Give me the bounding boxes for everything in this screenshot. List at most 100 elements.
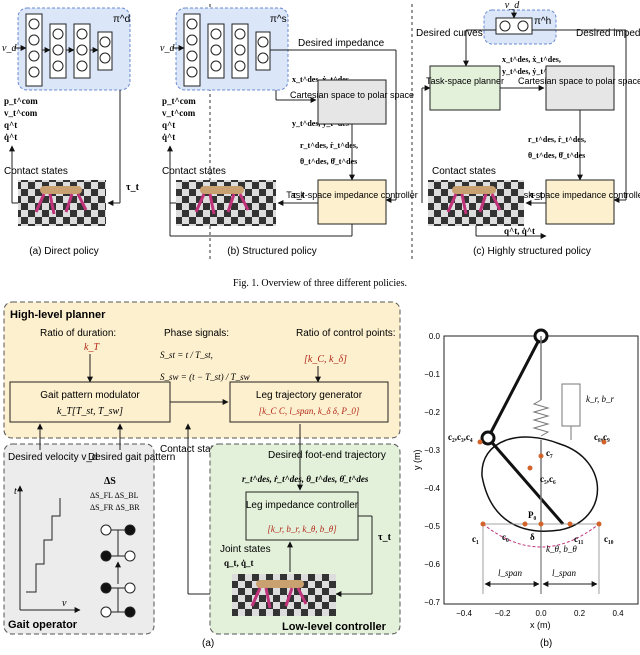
traj-output-x: x_t^des, ẋ_t^des, <box>502 55 561 64</box>
cartesian-to-polar-box <box>545 65 615 111</box>
x-tick-label: 0.0 <box>535 609 547 618</box>
y-tick-label: −0.1 <box>424 370 440 379</box>
impedance-controller-box <box>545 179 615 225</box>
y-tick-label: −0.4 <box>424 484 440 493</box>
policy-symbol: π^d <box>113 14 130 25</box>
desired-gait-label: Desired gait pattern <box>88 452 175 463</box>
task-space-planner-box <box>429 65 501 111</box>
spring-icon <box>532 399 550 437</box>
desired-velocity-label: Desired velocity v_d <box>8 452 97 463</box>
tau-label: τ_t <box>126 182 140 193</box>
policy-symbol: π^s <box>270 14 287 25</box>
point-c2-c4: c₂,c₃,c₄ <box>448 432 473 442</box>
panel-a-label: (a) Direct policy <box>29 246 98 257</box>
input-vd: v_d <box>160 43 175 54</box>
point-p0: P₀ <box>528 510 536 520</box>
point-c11: c₁₁ <box>574 534 584 544</box>
gait-operator-title: Gait operator <box>8 619 78 631</box>
s-sw-eq: S_sw = (t − T_st) / T_sw <box>160 372 250 382</box>
swing-arc <box>482 523 600 548</box>
joint-states-label: q^t, q̇^t <box>504 226 535 236</box>
torsion-label: k_θ, b_θ <box>546 544 577 554</box>
input-vd: v_d <box>2 43 17 54</box>
y-tick-label: 0.0 <box>429 332 441 341</box>
contact-states-label: Contact states <box>432 166 496 177</box>
high-level-planner-title: High-level planner <box>10 309 106 321</box>
leg-impedance-controller-box <box>245 491 359 541</box>
velocity-step-curve <box>26 498 61 593</box>
impedance-box-label: Task-space impedance controller <box>514 190 640 200</box>
panel-b-structured-policy: π^s v_d Desired impedance x_t^des, ẋ_t^d… <box>160 7 418 257</box>
input-vd: v_d <box>505 0 520 11</box>
polar-output-r: r_t^des, ṙ_t^des, <box>300 141 358 150</box>
fig2b-label: (b) <box>540 638 552 649</box>
x-tick-label: −0.2 <box>495 609 511 618</box>
desired-curves-label: Desired curves <box>416 28 483 39</box>
tau-label: τ_t <box>292 190 306 201</box>
gait-operator-region <box>3 443 155 635</box>
state-qdot: q̇^t <box>162 132 175 142</box>
state-qdot: q̇^t <box>4 132 17 142</box>
foot-outputs: r_t^des, ṙ_t^des, θ_t^des, θ̇_t^des <box>242 474 369 484</box>
ratio-control-label: Ratio of control points: <box>296 328 396 339</box>
knee-joint <box>480 430 496 446</box>
y-tick-label: −0.2 <box>424 408 440 417</box>
foot-trajectory-curve <box>481 436 599 532</box>
span-label-right: l_span <box>552 568 577 578</box>
robot-body <box>40 186 82 194</box>
span-label-left: l_span <box>498 568 523 578</box>
joint-states-values: q_t, q̇_t <box>224 558 254 568</box>
point-c1: c₁ <box>472 534 479 544</box>
planner-box-label: Task-space planner <box>426 76 504 86</box>
tau-label: τ_t <box>530 190 544 201</box>
point-c8-c9: c₈,c₉ <box>594 432 610 442</box>
point-c5-c6: c₅,c₆ <box>540 474 556 484</box>
desired-impedance-label: Desired impedance <box>298 38 385 49</box>
x-tick-label: 0.4 <box>612 609 624 618</box>
y-axis-label: y (m) <box>412 450 422 471</box>
cartesian-box-label: Cartesian space to polar space <box>290 90 414 100</box>
delta-matrix-row1: ΔS_FL ΔS_BL <box>90 491 139 500</box>
state-p-com: p_t^com <box>4 96 38 106</box>
panel-c-highly-structured-policy: π^h v_d Desired curves Desired impedance… <box>416 0 640 257</box>
state-q: q^t <box>162 120 175 130</box>
contact-states-label: Contact states <box>162 166 226 177</box>
impedance-controller-box <box>317 179 387 225</box>
state-v-com: v_t^com <box>162 108 196 118</box>
x-axis-label: x (m) <box>530 620 551 630</box>
tau-label: τ_t <box>378 532 392 543</box>
phase-signals-label: Phase signals: <box>164 328 229 339</box>
y-tick-label: −0.5 <box>424 522 440 531</box>
kc-kd-value: [k_C, k_δ] <box>304 354 347 365</box>
panel-c-label: (c) Highly structured policy <box>473 246 591 257</box>
joint-states-label: Joint states <box>220 544 271 555</box>
polar-output-theta: θ_t^des, θ̇_t^des <box>528 151 585 160</box>
low-level-title: Low-level controller <box>282 621 387 633</box>
polar-output-theta: θ_t^des, θ̇_t^des <box>300 157 357 166</box>
neuron-icons <box>186 18 269 78</box>
x-tick-label: 0.2 <box>574 609 586 618</box>
control-point-markers <box>477 439 607 527</box>
y-tick-label: −0.6 <box>424 560 440 569</box>
panel-b-label: (b) Structured policy <box>227 246 316 257</box>
damper-icon <box>561 383 581 427</box>
state-p-com: p_t^com <box>162 96 196 106</box>
traj-output-y: y_t^des, ẏ_t^des <box>502 67 559 76</box>
leg-traj-eq: [k_C C, l_span, k_δ δ, P_0] <box>259 406 360 416</box>
state-q: q^t <box>4 120 17 130</box>
gait-foot-diagram <box>100 524 136 618</box>
contact-states-label: Contact states <box>160 444 224 455</box>
desired-foot-label: Desired foot-end trajectory <box>268 450 386 461</box>
cartesian-box-label: Cartesian space to polar space <box>518 76 640 86</box>
axis-t: t <box>14 486 17 497</box>
thigh-link <box>486 335 543 439</box>
fig1-caption: Fig. 1. Overview of three different poli… <box>233 278 407 289</box>
contact-states-label: Contact states <box>4 166 68 177</box>
fig2a-block-diagram: High-level planner Ratio of duration: k_… <box>3 301 401 649</box>
impedance-box-label: Task-space impedance controller <box>286 190 418 200</box>
gait-pattern-modulator-box <box>9 381 171 423</box>
leg-impedance-title: Leg impedance controller <box>246 500 359 511</box>
